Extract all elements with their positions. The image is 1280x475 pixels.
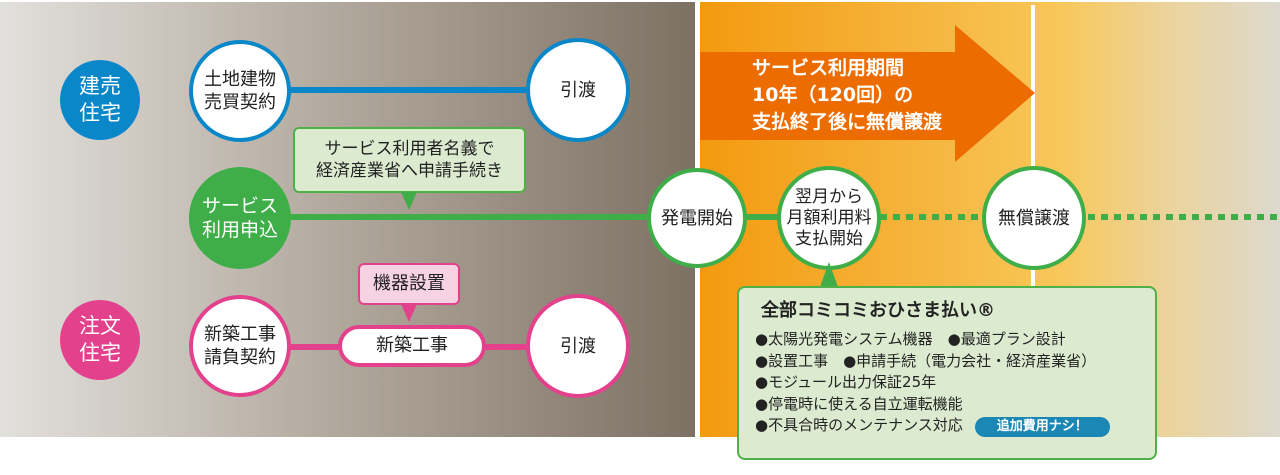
generation-start-node: 発電開始 [647, 168, 747, 268]
free-transfer-node: 無償譲渡 [982, 166, 1086, 270]
arrow-text-line: 支払終了後に無償譲渡 [752, 111, 943, 133]
info-item: ●停電時に使える自立運転機能 [755, 394, 963, 413]
callout-pointer [401, 192, 417, 210]
service-application-node: サービス利用申込 [189, 167, 291, 269]
info-pointer [820, 262, 838, 287]
tateuri-contract-node: 土地建物売買契約 [189, 40, 291, 142]
info-title: 全部コミコミおひさま払い® [761, 300, 995, 321]
monthly-payment-node: 翌月から月額利用料支払開始 [777, 166, 881, 270]
install-callout: 機器設置 [358, 263, 460, 305]
no-extra-cost-badge: 追加費用ナシ！ [974, 417, 1110, 437]
service-period-arrow [700, 25, 1035, 162]
install-pointer [401, 304, 417, 322]
application-callout: サービス利用者名義で経済産業省へ申請手続き [293, 127, 526, 193]
included-services-box: 全部コミコミおひさま払い® ●太陽光発電システム機器 ●最適プラン設計 ●設置工… [737, 286, 1157, 460]
tateuri-label: 建売住宅 [60, 60, 140, 140]
info-item: ●太陽光発電システム機器 ●最適プラン設計 [755, 330, 1066, 348]
chumon-label: 注文住宅 [60, 300, 140, 380]
construction-node: 新築工事 [338, 325, 486, 367]
info-item: ●不具合時のメンテナンス対応 [755, 416, 963, 434]
chumon-handover-node: 引渡 [526, 294, 630, 398]
service-period-text: サービス利用期間 10年（120回）の 支払終了後に無償譲渡 [752, 55, 942, 136]
arrow-text-line: 10年（120回）の [752, 84, 914, 106]
info-item: ●モジュール出力保証25年 [755, 373, 937, 391]
tateuri-timeline [285, 87, 530, 93]
info-item: ●設置工事 ●申請手続（電力会社・経済産業省） [755, 351, 1097, 370]
arrow-text-line: サービス利用期間 [752, 57, 905, 79]
tateuri-handover-node: 引渡 [526, 38, 630, 142]
service-timeline [285, 214, 880, 220]
chumon-contract-node: 新築工事請負契約 [189, 295, 291, 397]
